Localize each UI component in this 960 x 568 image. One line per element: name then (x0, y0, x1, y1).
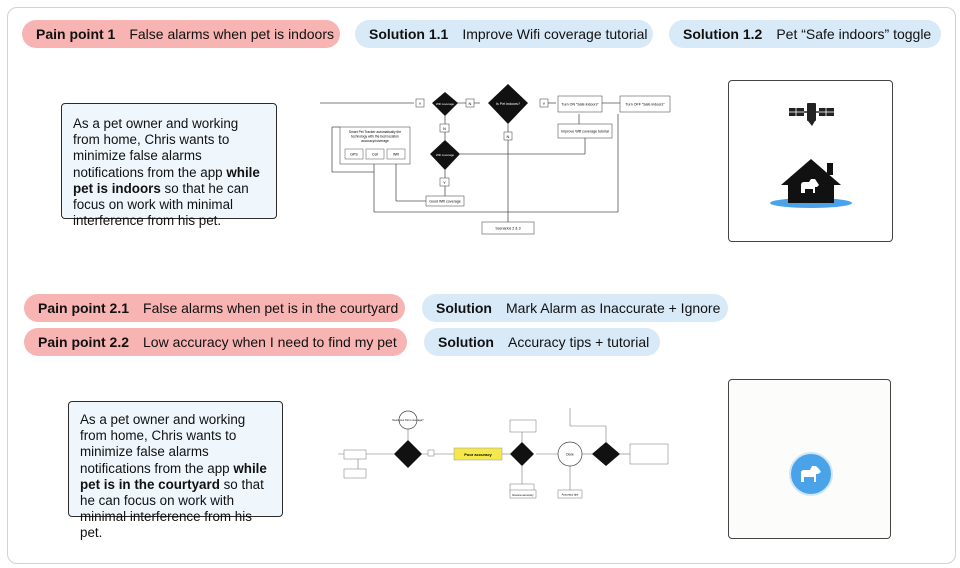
pain-point-1-text: False alarms when pet is indoors (129, 26, 334, 42)
decision-wifi-coverage-label: Wifi coverage (436, 102, 455, 106)
solution-1-1-tag: Solution 1.1 (369, 26, 449, 42)
solution-2-2-pill: Solution Accuracy tips + tutorial (424, 328, 660, 356)
solution-2-1-tag: Solution (436, 300, 492, 316)
decision-pet-indoors-label: Is Pet indoors? (496, 102, 520, 106)
poor-accuracy-node (453, 447, 503, 461)
chip-wifi: Wifi (393, 153, 399, 157)
improve-wifi-node (557, 123, 613, 139)
solution-2-1-pill: Solution Mark Alarm as Inaccurate + Igno… (422, 294, 728, 322)
satellite-icon (789, 103, 834, 126)
decision-accuracy-1 (394, 440, 422, 468)
solution-1-1-text: Improve Wifi coverage tutorial (462, 26, 648, 42)
decision-accuracy-3 (592, 442, 620, 466)
good-wifi-node-label: Good Wifi coverage (429, 200, 461, 204)
pain-point-2-1-pill: Pain point 2.1 False alarms when pet is … (24, 294, 405, 322)
user-story-1-emphasis: while pet is indoors (73, 164, 260, 196)
decision-wifi-strong-label: Wifi coverage (436, 153, 455, 157)
auto-tech-line2: technology with the best location (351, 135, 399, 139)
start-node (398, 410, 418, 430)
decision-wifi-coverage (432, 92, 458, 116)
good-wifi-node (425, 195, 465, 207)
pain-point-1-pill: Pain point 1 False alarms when pet is in… (22, 20, 340, 48)
done-node-label: Done (566, 453, 574, 457)
flow1-yes-2: Y (543, 101, 546, 106)
chip-cell: Cell (372, 153, 378, 157)
flow1-no-3: N (507, 134, 510, 139)
decision-pet-indoors (488, 84, 528, 124)
user-story-2: As a pet owner and working from home, Ch… (68, 401, 283, 540)
pain-point-2-2-pill: Pain point 2.2 Low accuracy when I need … (24, 328, 407, 356)
flow1-yes-1: Y (419, 101, 422, 106)
decision-accuracy-2 (510, 442, 534, 466)
safe-indoors-illustration (770, 103, 852, 208)
courtyard-illustration-card (728, 379, 891, 539)
solution-2-2-tag: Solution (438, 334, 494, 350)
flow1-no-1: N (469, 101, 472, 106)
solution-1-2-text: Pet “Safe indoors” toggle (776, 26, 932, 42)
result-node (629, 443, 669, 465)
flow1-no-2: N (443, 126, 446, 131)
user-story-2-text: As a pet owner and working from home, Ch… (80, 412, 246, 476)
house-with-dog-icon (770, 159, 852, 208)
user-story-1: As a pet owner and working from home, Ch… (61, 103, 277, 228)
safe-indoors-illustration-card (728, 80, 893, 242)
done-node (557, 441, 583, 467)
turn-on-node (557, 95, 603, 113)
solution-2-2-text: Accuracy tips + tutorial (508, 334, 650, 350)
solution-1-1-pill: Solution 1.1 Improve Wifi coverage tutor… (355, 20, 653, 48)
pain-point-2-1-tag: Pain point 2.1 (38, 300, 130, 316)
poor-accuracy-label: Poor accuracy (464, 452, 492, 457)
decision-wifi-strong (430, 140, 460, 170)
turn-on-node-label: Turn ON “Safe indoors” (561, 103, 599, 107)
review-accuracy-label: Review accuracy (512, 493, 534, 497)
scenarios-node-label: Scenarios 2 & 3 (495, 227, 520, 231)
improve-wifi-node-label: Improve Wifi coverage tutorial (561, 130, 609, 134)
auto-tech-line1: Smart Pet Tracker automatically the (349, 130, 401, 134)
auto-tech-line3: accuracy/coverage (361, 139, 389, 143)
solution-1-2-pill: Solution 1.2 Pet “Safe indoors” toggle (669, 20, 941, 48)
courtyard-illustration (789, 452, 833, 496)
user-story-2-emphasis: while pet is in the courtyard (80, 460, 267, 492)
scenarios-node (481, 221, 535, 235)
solution-2-1-text: Mark Alarm as Inaccurate + Ignore (506, 300, 721, 316)
start-node-label: Need your Pet's coverage? (392, 418, 424, 422)
pain-point-2-2-tag: Pain point 2.2 (38, 334, 130, 350)
flowchart-2: Need your Pet's coverage? Poor accuracy … (338, 408, 669, 499)
chip-gps: GPS (350, 153, 358, 157)
user-story-1-text: As a pet owner and working from home, Ch… (73, 116, 239, 180)
pain-point-1-tag: Pain point 1 (36, 26, 116, 42)
accuracy-tips-label: Accuracy tips (562, 493, 579, 497)
pain-point-2-2-text: Low accuracy when I need to find my pet (143, 334, 397, 350)
flowchart-1: Wifi coverage Is Pet indoors? Wifi cover… (320, 84, 671, 235)
user-story-1-text-end: so that he can focus on work with minima… (73, 180, 249, 229)
turn-off-node (619, 95, 671, 113)
solution-1-2-tag: Solution 1.2 (683, 26, 763, 42)
pain-point-2-1-text: False alarms when pet is in the courtyar… (143, 300, 399, 316)
turn-off-node-label: Turn OFF “Safe indoors” (625, 103, 665, 107)
flow1-yes-3: Y (443, 180, 446, 185)
dog-location-icon (789, 452, 833, 496)
user-story-2-text-end: so that he can focus on work with minima… (80, 476, 264, 541)
